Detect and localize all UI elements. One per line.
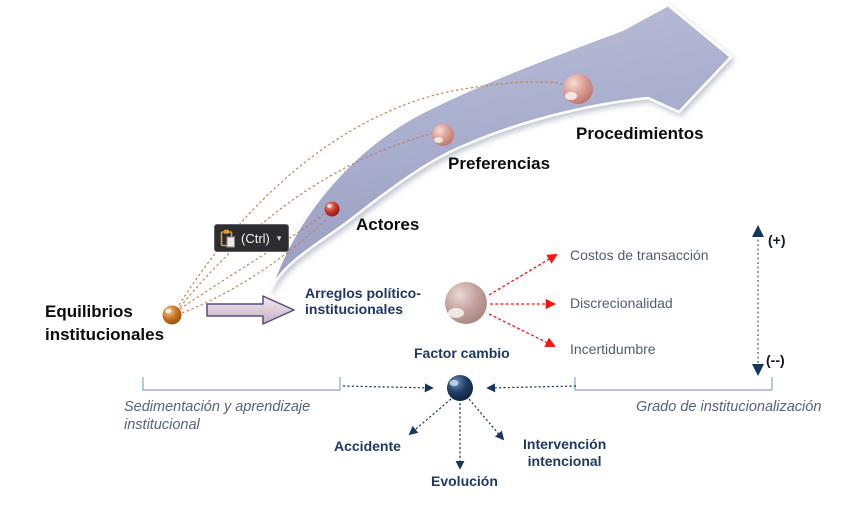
- equilibrios-sphere-icon: [162, 305, 182, 325]
- accidente-label: Accidente: [334, 438, 401, 454]
- paste-options-button[interactable]: (Ctrl) ▾: [214, 224, 290, 252]
- factor-cambio-sphere-icon: [447, 375, 473, 401]
- minus-sign-label: (--): [766, 352, 785, 368]
- grado-label: Grado de institucionalización: [636, 399, 822, 415]
- actores-sphere-icon: [324, 201, 340, 217]
- change-arrows: [342, 383, 577, 470]
- arreglos-label: Arreglos político- institucionales: [305, 285, 421, 317]
- preferencias-sphere-icon: [432, 124, 454, 146]
- paste-options-label: (Ctrl): [241, 230, 270, 246]
- effect-arrows: [488, 253, 558, 347]
- arreglos-sphere-icon: [445, 282, 487, 324]
- costos-transaccion-label: Costos de transacción: [570, 247, 709, 263]
- transition-arrow: [206, 295, 295, 325]
- discrecionalidad-label: Discrecionalidad: [570, 295, 673, 311]
- intervencion-label: Intervención intencional: [523, 436, 607, 469]
- procedimientos-label: Procedimientos: [576, 124, 704, 143]
- sedimentacion-label: Sedimentación y aprendizaje instituciona…: [124, 399, 311, 433]
- right-bracket: [574, 377, 773, 391]
- left-bracket: [142, 377, 341, 391]
- equilibrios-label: Equilibrios institucionales: [45, 302, 165, 344]
- plus-sign-label: (+): [768, 232, 786, 248]
- dropdown-arrow-icon[interactable]: ▾: [276, 232, 282, 243]
- intensity-axis: [752, 225, 764, 376]
- incertidumbre-label: Incertidumbre: [570, 341, 656, 357]
- brackets: [142, 377, 773, 391]
- actores-label: Actores: [356, 215, 420, 234]
- clipboard-icon: [220, 229, 236, 248]
- factor-cambio-label: Factor cambio: [414, 345, 510, 361]
- growth-arrow-shape: [268, 3, 733, 293]
- procedimientos-sphere-icon: [563, 74, 593, 104]
- preferencias-label: Preferencias: [448, 154, 551, 173]
- evolucion-label: Evolución: [431, 473, 498, 489]
